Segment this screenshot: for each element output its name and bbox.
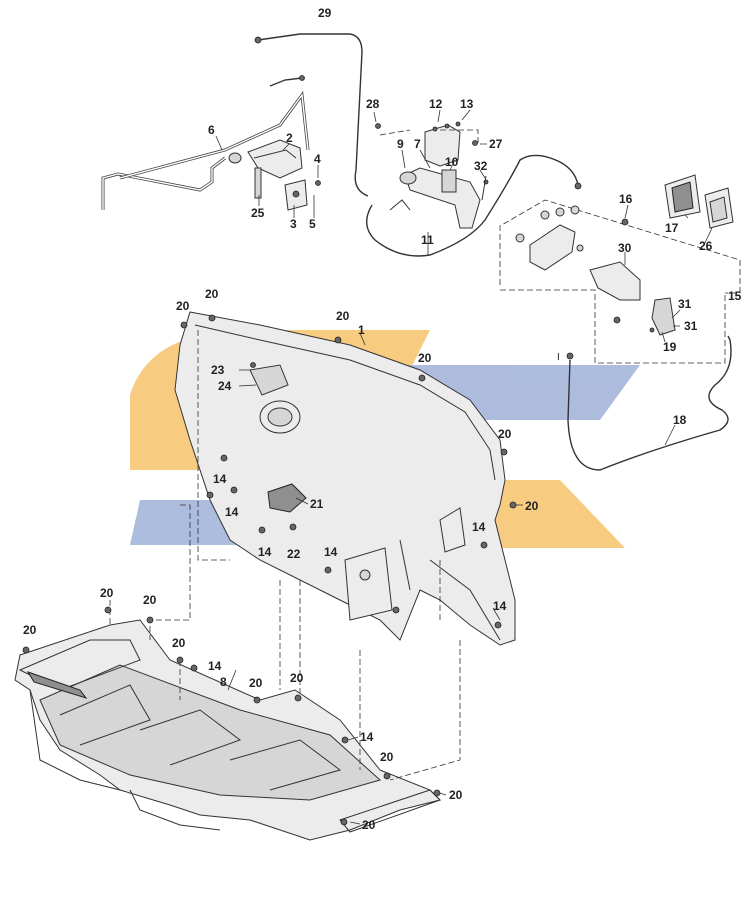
- callout-32: 32: [474, 159, 488, 173]
- callout-31-lower: 31: [684, 319, 698, 333]
- callout-28: 28: [366, 97, 380, 111]
- callout-20-panel-mid: 20: [336, 309, 350, 323]
- callout-14-panel-bottom: 14: [324, 545, 338, 559]
- callout-20-floor-c: 20: [23, 623, 37, 637]
- callout-22: 22: [287, 547, 301, 561]
- callout-7: 7: [414, 137, 421, 151]
- callout-20-floor-b: 20: [143, 593, 157, 607]
- cable-11: [366, 154, 582, 257]
- callout-23: 23: [211, 363, 225, 377]
- assembly-lines: [109, 129, 479, 781]
- callout-27: 27: [489, 137, 503, 151]
- cable-6: [101, 75, 310, 210]
- callout-14-panel-center: 14: [258, 545, 272, 559]
- callout-24: 24: [218, 379, 232, 393]
- bracket-2-assembly: [228, 139, 321, 211]
- callout-20-panel-far-right: 20: [498, 427, 512, 441]
- callout-20-panel-right: 20: [418, 351, 432, 365]
- callout-17: 17: [665, 221, 679, 235]
- callout-21: 21: [310, 497, 324, 511]
- callout-20-floor-g: 20: [380, 750, 394, 764]
- callout-20-floor-a: 20: [100, 586, 114, 600]
- callout-5: 5: [309, 217, 316, 231]
- callout-3: 3: [290, 217, 297, 231]
- callout-4: 4: [314, 152, 321, 166]
- callout-20-floor-d: 20: [172, 636, 186, 650]
- callout-14-panel-upper: 14: [213, 472, 227, 486]
- callout-29: 29: [318, 6, 332, 20]
- callout-1: 1: [358, 323, 365, 337]
- brake-pedal-assembly: [375, 121, 489, 229]
- fasteners: [22, 314, 517, 826]
- pedal-pads: [664, 174, 734, 229]
- callout-25: 25: [251, 206, 265, 220]
- pedal-mark: I: [557, 352, 560, 363]
- callout-26: 26: [699, 239, 713, 253]
- callout-20-floor-h: 20: [449, 788, 463, 802]
- callout-18: 18: [673, 413, 687, 427]
- callout-30: 30: [618, 241, 632, 255]
- callout-19: 19: [663, 340, 677, 354]
- callout-9: 9: [397, 137, 404, 151]
- callout-20-panel-top: 20: [205, 287, 219, 301]
- callout-14-floor-b: 14: [360, 730, 374, 744]
- callout-14-floor-a: 14: [208, 659, 222, 673]
- callout-8: 8: [220, 675, 227, 689]
- callout-31-upper: 31: [678, 297, 692, 311]
- callout-2: 2: [286, 131, 293, 145]
- cable-29: [254, 33, 369, 197]
- callout-20-floor-e: 20: [290, 671, 304, 685]
- bulkhead-panel-1: [174, 311, 516, 646]
- callout-20-panel-left: 20: [176, 299, 190, 313]
- callout-14-panel-lower-right: 14: [493, 599, 507, 613]
- callout-11: 11: [421, 233, 434, 247]
- accelerator-pedal-group-15: [499, 199, 741, 364]
- callout-10: 10: [445, 155, 459, 169]
- callout-6: 6: [208, 123, 215, 137]
- callout-15: 15: [728, 289, 742, 303]
- leader-lines: [215, 109, 713, 825]
- callout-labels: 29 6 2 4 25 3 5 28 12 13 9 7 27 10 32 11…: [23, 6, 742, 832]
- callout-13: 13: [460, 97, 474, 111]
- callout-20-panel-edge: 20: [525, 499, 539, 513]
- cable-18: [566, 335, 732, 471]
- floor-pan-8: [14, 619, 441, 841]
- callout-20-floor-i: 20: [362, 818, 376, 832]
- callout-12: 12: [429, 97, 443, 111]
- callout-16: 16: [619, 192, 633, 206]
- callout-14-panel-left: 14: [225, 505, 239, 519]
- callout-20-floor-f: 20: [249, 676, 263, 690]
- callout-14-panel-right: 14: [472, 520, 486, 534]
